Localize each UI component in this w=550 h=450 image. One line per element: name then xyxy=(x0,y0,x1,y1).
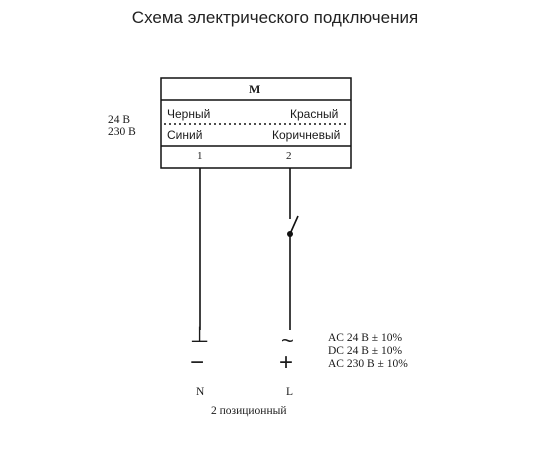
terminal-1-label: 1 xyxy=(197,150,203,162)
wire-blue-label: Синий xyxy=(167,128,203,142)
mode-label: 2 позиционный xyxy=(211,405,287,417)
minus-symbol: − xyxy=(190,349,205,376)
terminal-2-label: 2 xyxy=(286,150,292,162)
wire-red-label: Красный xyxy=(290,107,339,121)
supply-line-2: DC 24 В ± 10% xyxy=(328,345,403,357)
pole-n-label: N xyxy=(196,386,205,398)
supply-line-3: AC 230 В ± 10% xyxy=(328,358,408,370)
diagram-title: Схема электрического подключения xyxy=(131,8,419,27)
wire-black-label: Черный xyxy=(167,107,211,121)
pole-l-label: L xyxy=(286,386,294,398)
ground-symbol: ⊥ xyxy=(190,322,210,347)
ac-symbol: ~ xyxy=(281,328,294,353)
plus-symbol: + xyxy=(279,349,294,376)
voltage-230v-label: 230 В xyxy=(108,126,136,138)
motor-box xyxy=(160,77,352,169)
wire-brown-label: Коричневый xyxy=(272,128,341,142)
supply-line-1: AC 24 В ± 10% xyxy=(328,332,403,344)
switch-contact xyxy=(289,215,299,235)
motor-label: M xyxy=(249,82,261,96)
voltage-24v-label: 24 В xyxy=(108,114,131,126)
